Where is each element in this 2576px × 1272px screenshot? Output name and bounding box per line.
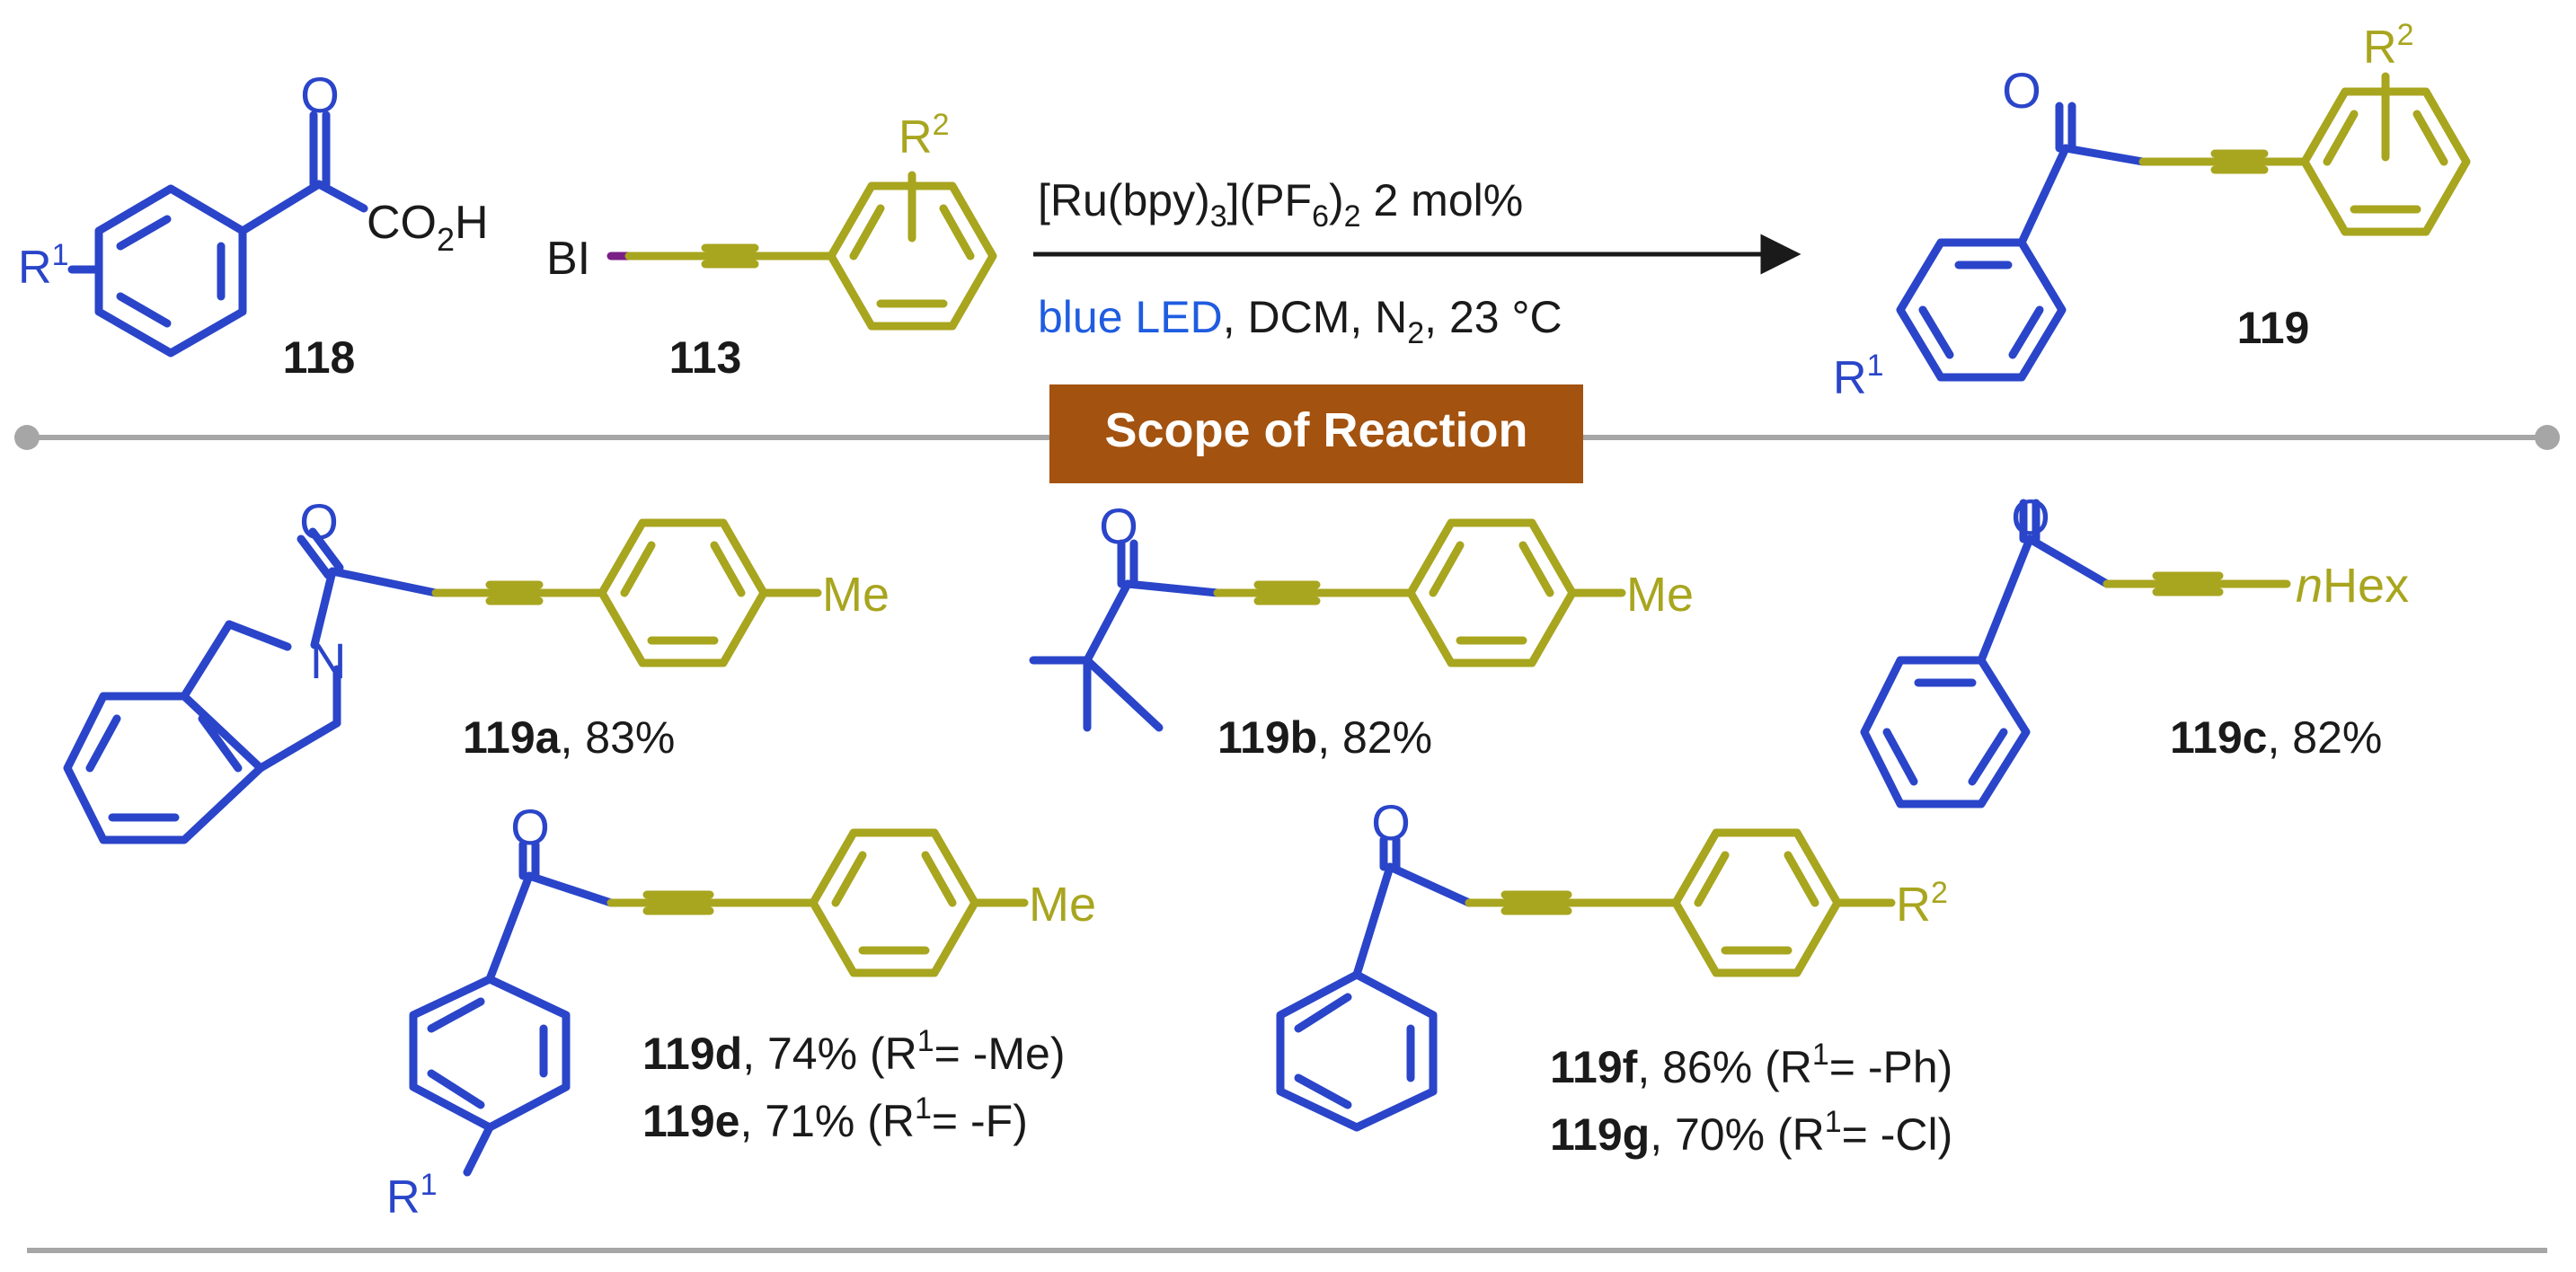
scope-badge-label: Scope of Reaction — [1104, 403, 1527, 457]
example-119d-structure — [409, 828, 1029, 1177]
product-119-id: 119 — [2237, 303, 2310, 353]
example-119b-label: 119b, 82% — [1217, 712, 1432, 763]
example-119a-oxygen: O — [299, 493, 339, 550]
conditions-catalyst: [Ru(bpy)3](PF6)2 2 mol% — [1038, 175, 1523, 234]
reactant-113-iodine: BI — [546, 233, 590, 285]
reactant-118-co2h: CO2H — [367, 197, 489, 258]
example-119c-oxygen: O — [2011, 489, 2050, 545]
scope-badge — [1049, 384, 1583, 483]
example-119f-oxygen: O — [1371, 794, 1411, 851]
example-119g-label: 119g, 70% (R1= -Cl) — [1550, 1105, 1952, 1160]
product-119-structure — [1896, 72, 2471, 382]
example-119b-methyl: Me — [1626, 568, 1694, 622]
example-119c-label: 119c, 82% — [2170, 712, 2382, 763]
example-119f-label: 119f, 86% (R1= -Ph) — [1550, 1038, 1952, 1092]
example-119f-r2-label: R2 — [1896, 876, 1948, 932]
example-119a-nitrogen: N — [310, 632, 346, 689]
reactant-118-id: 118 — [283, 332, 356, 383]
example-119d-r1-label: R1 — [386, 1168, 437, 1223]
example-119f-structure — [1276, 828, 1896, 1132]
conditions-light-solvent: blue LED, DCM, N2, 23 °C — [1038, 292, 1562, 350]
example-119b-structure — [1029, 518, 1626, 732]
example-119d-methyl: Me — [1029, 878, 1096, 932]
divider-left-dot — [14, 425, 40, 450]
reactant-118-structure — [67, 110, 368, 358]
reactant-118-r1-label: R1 — [18, 238, 68, 294]
product-119-r2-label: R2 — [2363, 18, 2413, 74]
example-119c-hexyl: nHex — [2296, 559, 2409, 613]
reactant-113-id: 113 — [669, 332, 742, 383]
reactant-118-oxygen: O — [300, 66, 340, 123]
product-119-r1-label: R1 — [1833, 349, 1883, 404]
reactant-113-r2-label: R2 — [899, 108, 949, 163]
example-119a-structure — [63, 518, 822, 844]
divider-right-dot — [2535, 425, 2560, 450]
reactant-113-structure — [606, 171, 997, 331]
example-119e-label: 119e, 71% (R1= -F) — [642, 1091, 1028, 1146]
example-119d-oxygen: O — [510, 799, 550, 855]
product-119-oxygen: O — [2002, 62, 2041, 119]
example-119c-structure — [1860, 499, 2291, 808]
example-119a-methyl: Me — [822, 568, 890, 622]
example-119a-label: 119a, 83% — [463, 712, 675, 763]
example-119d-label: 119d, 74% (R1= -Me) — [642, 1024, 1066, 1079]
example-119b-oxygen: O — [1099, 498, 1138, 554]
